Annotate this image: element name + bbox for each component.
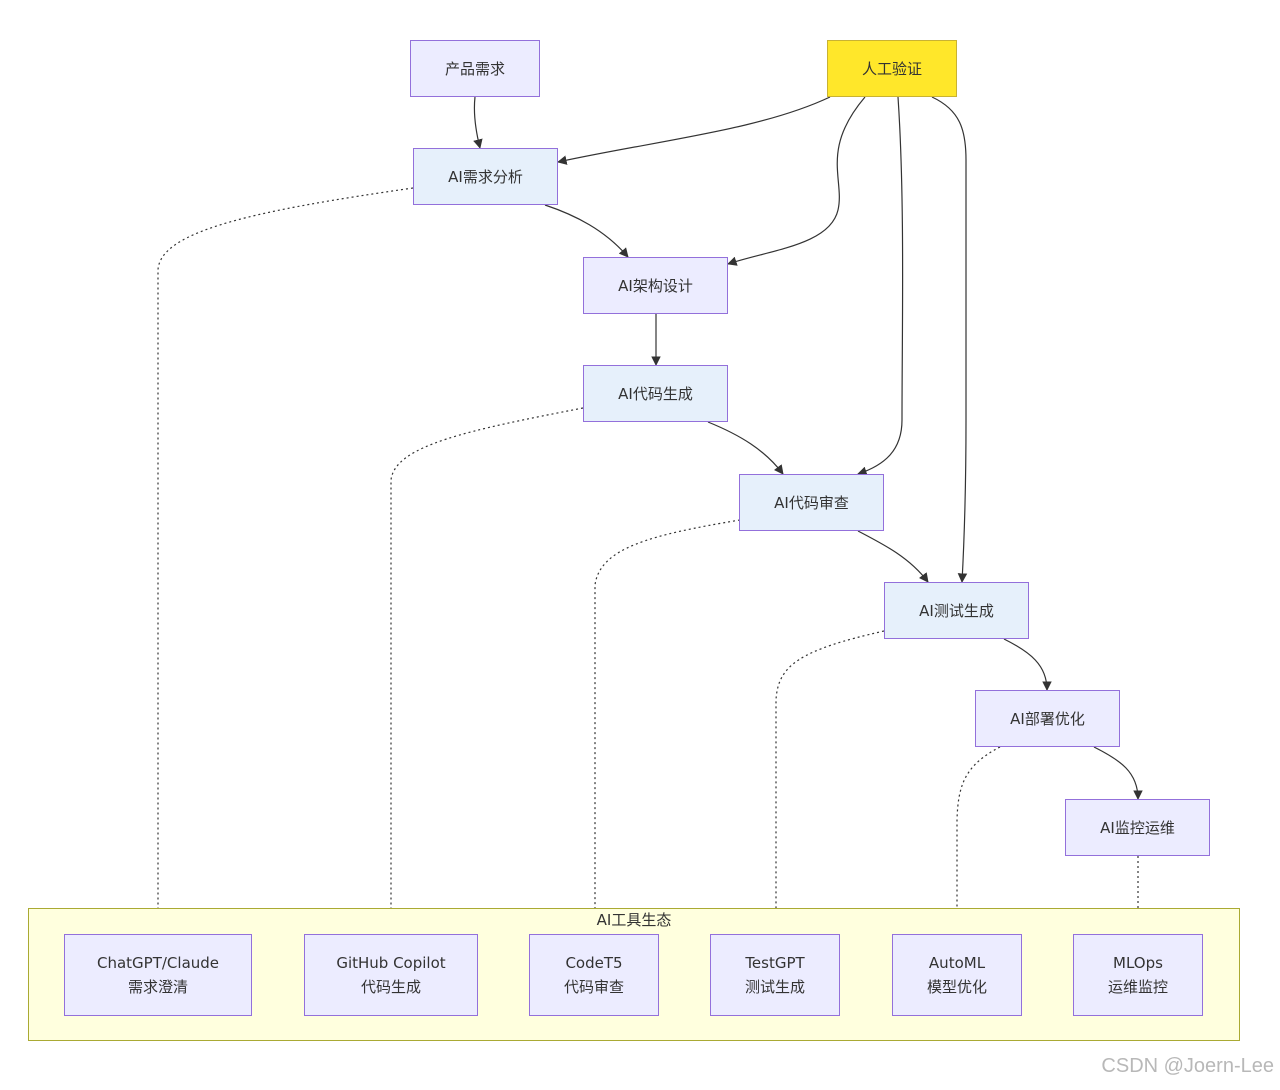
tool-desc: 需求澄清 — [127, 978, 188, 996]
tool-desc: 代码审查 — [563, 978, 624, 996]
edge-human-verify-to-code-review — [857, 96, 904, 476]
edge-human-verify-to-test-gen — [931, 96, 968, 583]
node-label: AI代码审查 — [774, 493, 849, 512]
tool-testgpt[interactable]: TestGPT 测试生成 — [710, 934, 840, 1016]
tool-desc: 代码生成 — [360, 978, 421, 996]
edge-deploy-opt-to-automl — [952, 746, 1001, 935]
tool-github-copilot[interactable]: GitHub Copilot 代码生成 — [304, 934, 478, 1016]
csdn-watermark: CSDN @Joern-Lee — [1101, 1055, 1274, 1077]
tool-chatgpt-claude[interactable]: ChatGPT/Claude 需求澄清 — [64, 934, 252, 1016]
node-ai-monitoring-ops[interactable]: AI监控运维 — [1065, 799, 1210, 856]
edge-code-gen-to-code-review — [707, 421, 784, 475]
node-ai-code-generation[interactable]: AI代码生成 — [583, 365, 728, 422]
tool-name: GitHub Copilot — [336, 954, 446, 972]
edge-deploy-opt-to-monitor-ops — [1093, 746, 1143, 800]
edge-human-verify-to-req-analysis — [557, 96, 831, 165]
node-label: AI架构设计 — [618, 276, 693, 295]
tool-name: AutoML — [928, 954, 986, 972]
node-label: AI监控运维 — [1100, 818, 1175, 837]
node-label: AI代码生成 — [618, 384, 693, 403]
node-label: AI测试生成 — [919, 601, 994, 620]
tool-desc: 运维监控 — [1107, 978, 1168, 996]
edge-code-review-to-test-gen — [857, 530, 929, 583]
node-ai-deployment-optimization[interactable]: AI部署优化 — [975, 690, 1120, 747]
edge-code-review-to-codet5 — [590, 519, 741, 935]
node-label: AI需求分析 — [448, 167, 523, 186]
tool-name: CodeT5 — [565, 954, 623, 972]
edge-req-analysis-to-arch-design — [544, 204, 629, 258]
tool-desc: 模型优化 — [926, 978, 987, 996]
tool-name: MLOps — [1113, 954, 1163, 972]
tool-mlops[interactable]: MLOps 运维监控 — [1073, 934, 1203, 1016]
edge-product-req-to-req-analysis — [473, 96, 483, 149]
node-ai-code-review[interactable]: AI代码审查 — [739, 474, 884, 531]
node-label: 产品需求 — [444, 59, 505, 78]
tool-codet5[interactable]: CodeT5 代码审查 — [529, 934, 659, 1016]
edge-req-analysis-to-chatgpt — [153, 187, 414, 935]
edge-human-verify-to-arch-design — [727, 96, 866, 266]
node-ai-requirement-analysis[interactable]: AI需求分析 — [413, 148, 558, 205]
tool-desc: 测试生成 — [744, 978, 805, 996]
cluster-title: AI工具生态 — [596, 911, 672, 929]
node-ai-test-generation[interactable]: AI测试生成 — [884, 582, 1029, 639]
tool-name: ChatGPT/Claude — [96, 954, 220, 972]
edge-test-gen-to-deploy-opt — [1003, 638, 1052, 691]
node-ai-architecture-design[interactable]: AI架构设计 — [583, 257, 728, 314]
node-label: 人工验证 — [861, 59, 922, 78]
node-human-verification[interactable]: 人工验证 — [827, 40, 957, 97]
edge-test-gen-to-testgpt — [771, 630, 885, 935]
node-product-requirement[interactable]: 产品需求 — [410, 40, 540, 97]
tool-automl[interactable]: AutoML 模型优化 — [892, 934, 1022, 1016]
node-label: AI部署优化 — [1010, 709, 1085, 728]
edge-code-gen-to-copilot — [386, 407, 584, 935]
tool-name: TestGPT — [745, 954, 805, 972]
